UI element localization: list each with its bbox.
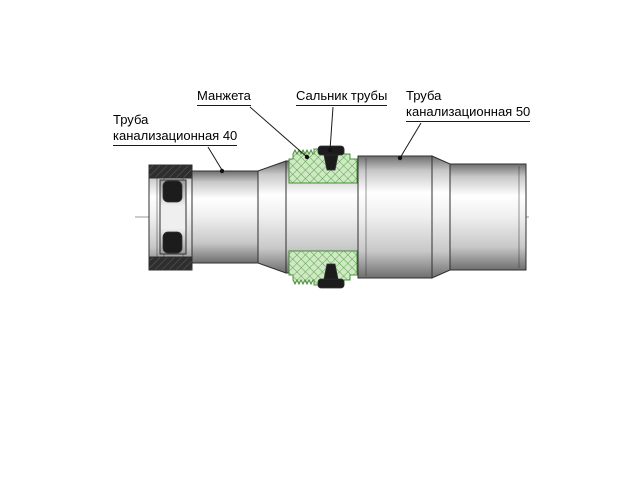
pipe-40-straight-section [191,170,259,264]
leader-dot-pipe-40 [219,168,225,174]
label-cuff: Манжета [197,88,251,106]
socket-gasket-bottom [162,231,183,254]
gland-seal-bottom-stem [323,263,339,280]
leader-pipe-40 [207,146,223,171]
label-pipe-40-line1: Труба [113,112,149,127]
pipe-50-taper [431,155,451,279]
label-pipe-40: Труба канализационная 40 [113,112,238,146]
label-pipe-40-line2: канализационная 40 [113,128,238,146]
pipe-50 [357,155,527,279]
pipe-40-socket [148,164,193,271]
label-pipe-50-line1: Труба [406,88,442,103]
socket-gasket-top [162,180,183,203]
pipe-50-straight-section [449,163,527,271]
pipe-50-socket [357,155,433,279]
label-gland-text: Сальник трубы [296,88,388,106]
label-gland: Сальник трубы [296,88,388,106]
cuff-bottom [288,250,358,286]
label-pipe-50-line2: канализационная 50 [406,104,531,122]
leader-dot-gland [327,147,333,153]
gland-seal-bottom-cap [317,278,345,289]
gland-seal [317,145,345,289]
socket-wall-section-bottom [148,256,193,271]
label-pipe-50: Труба канализационная 50 [406,88,531,122]
socket-wall-section-top [148,164,193,179]
leader-dot-pipe-50 [397,155,403,161]
leader-lines [207,106,422,174]
pipe-40-taper [257,160,287,274]
label-cuff-text: Манжета [197,88,251,106]
leader-dot-cuff [304,154,310,160]
leader-gland [329,106,334,151]
gland-seal-top-stem [323,154,339,171]
leader-pipe-50 [399,122,422,159]
leader-cuff [249,106,308,158]
